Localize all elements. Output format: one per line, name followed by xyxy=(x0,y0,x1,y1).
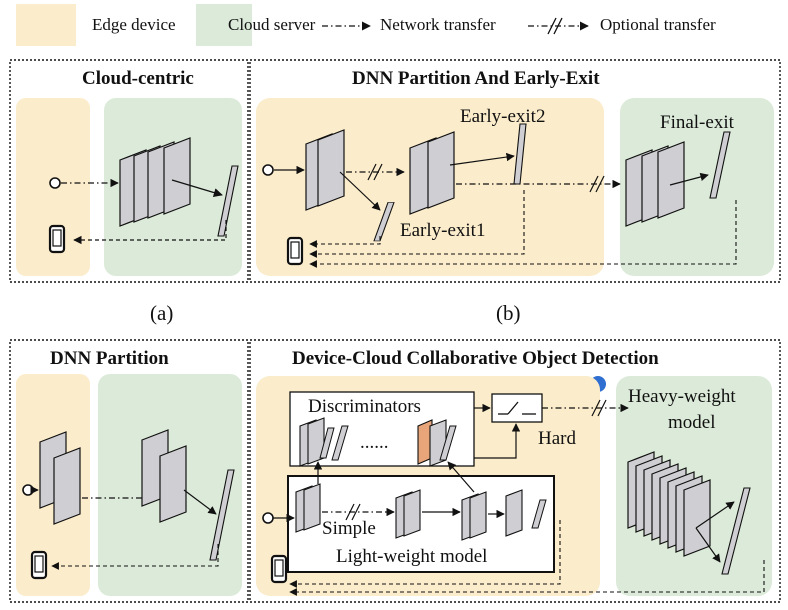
legend-optional-break-2 xyxy=(553,17,563,35)
light-model-return-arrow xyxy=(289,520,561,588)
panel-d-input-node xyxy=(262,512,274,524)
phone-icon xyxy=(30,550,48,580)
light-model-break-b xyxy=(351,503,361,521)
panel-b-frame xyxy=(249,59,781,283)
panel-b-return-3 xyxy=(309,200,737,268)
panel-a-frame xyxy=(9,59,249,283)
panel-d-collaborative-detection: Device-Cloud Collaborative Object Detect… xyxy=(249,339,781,603)
panel-b-return-1 xyxy=(309,236,381,248)
panel-a-cloud-centric: Cloud-centric (a) xyxy=(9,59,249,325)
panel-d-title: Device-Cloud Collaborative Object Detect… xyxy=(292,348,659,369)
panel-d-break-b xyxy=(597,399,607,417)
discriminator-highlight-layers xyxy=(417,419,457,467)
panel-a-input-node xyxy=(49,177,61,189)
panel-b-exit2-arrow xyxy=(449,152,515,166)
switch-box xyxy=(491,393,543,423)
discriminators-ellipsis: ...... xyxy=(360,432,389,453)
panel-b-return-2 xyxy=(309,190,525,258)
phone-icon xyxy=(286,236,304,266)
panel-c-return-arrow xyxy=(51,544,219,570)
panel-b-exit1-arrow xyxy=(339,171,381,211)
hard-label: Hard xyxy=(538,428,576,449)
panel-c-title: DNN Partition xyxy=(50,348,169,369)
heavy-model-label-line1: Heavy-weight xyxy=(628,386,736,407)
heavy-model-return-arrow xyxy=(289,560,765,596)
legend-optional-label: Optional transfer xyxy=(600,15,716,34)
hard-signal-arrow xyxy=(474,423,521,459)
light-model-layers xyxy=(295,483,547,541)
panel-b-input-node xyxy=(262,164,274,176)
panel-c-exit-bar xyxy=(209,469,235,561)
legend-edge-swatch xyxy=(16,4,76,46)
panel-d-frame xyxy=(249,339,781,603)
panel-b-final-exit-label: Final-exit xyxy=(660,112,735,133)
panel-a-title: Cloud-centric xyxy=(82,68,194,89)
heavy-model-arrow-2 xyxy=(695,527,721,563)
phone-icon xyxy=(270,554,288,584)
panel-b-block1-layers xyxy=(305,129,345,211)
legend-edge-label: Edge device xyxy=(92,15,176,34)
phone-icon xyxy=(48,224,66,254)
panel-a-exit-arrow xyxy=(171,179,223,198)
legend-cloud-label: Cloud server xyxy=(228,15,316,34)
light-model-label: Light-weight model xyxy=(336,546,487,567)
light-model-break-a xyxy=(345,503,355,521)
legend-optional-break-1 xyxy=(547,17,557,35)
panel-b-early-exit1-label: Early-exit1 xyxy=(400,220,485,241)
switch-icon-lever xyxy=(507,401,519,415)
panel-b-break-1b xyxy=(373,163,383,181)
panel-b-final-exit-bar xyxy=(709,131,731,199)
panel-b-title: DNN Partition And Early-Exit xyxy=(352,68,600,89)
discriminator-small-layers xyxy=(299,417,349,467)
panel-c-frame xyxy=(9,339,249,603)
heavy-model-exit-bar xyxy=(721,487,751,575)
heavy-model-label-line2: model xyxy=(668,412,716,433)
panel-c-dnn-partition: DNN Partition xyxy=(9,339,249,603)
panel-b-break-2a xyxy=(589,175,599,193)
light-to-discriminator-arrow-2 xyxy=(447,461,475,493)
legend-cloud-swatch xyxy=(196,4,252,46)
panel-a-return-arrow xyxy=(73,220,227,245)
panel-b-break-1a xyxy=(367,163,377,181)
heavy-model-arrow-1 xyxy=(695,501,735,529)
panel-b-caption: (b) xyxy=(496,301,521,325)
discriminators-label: Discriminators xyxy=(308,396,421,417)
simple-label: Simple xyxy=(322,518,376,539)
panel-a-caption: (a) xyxy=(150,301,173,325)
panel-c-input-node xyxy=(22,484,34,496)
panel-d-break-a xyxy=(591,399,601,417)
panel-b-final-exit-arrow xyxy=(669,172,709,186)
panel-b-early-exit2-label: Early-exit2 xyxy=(460,106,545,127)
legend-network-label: Network transfer xyxy=(380,15,496,34)
panel-b-break-2b xyxy=(595,175,605,193)
panel-c-exit-arrow xyxy=(183,489,217,515)
legend: Edge device Cloud server Network transfe… xyxy=(16,4,716,46)
panel-b-partition-early-exit: DNN Partition And Early-Exit Early-exit1… xyxy=(249,59,781,325)
